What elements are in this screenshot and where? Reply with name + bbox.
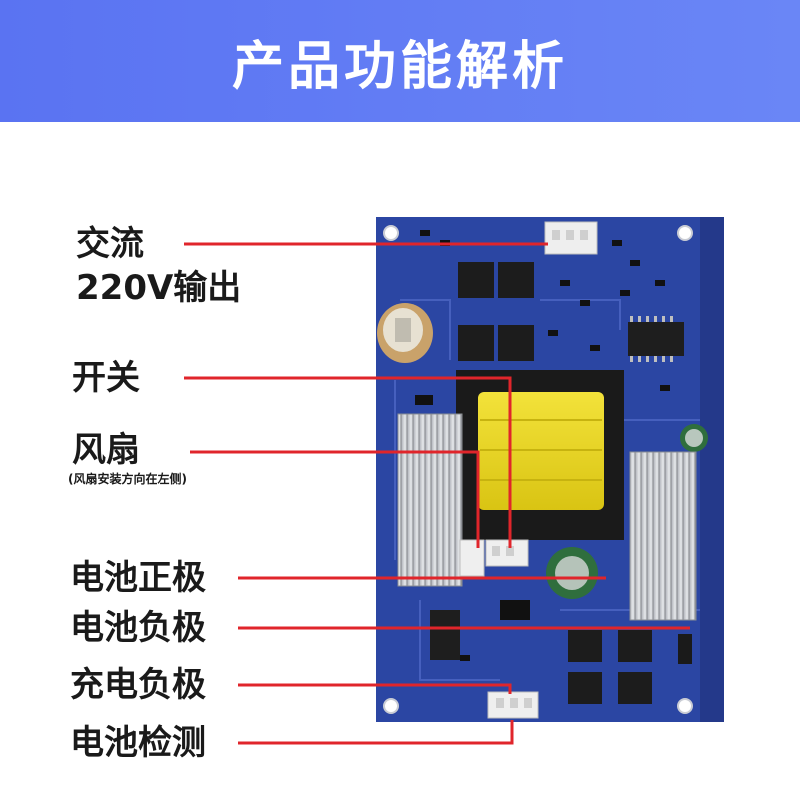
capacitor-right <box>680 424 708 452</box>
leader-charge-negative <box>238 683 512 694</box>
label-battery-negative: 电池负极 <box>70 608 206 648</box>
ic-chip <box>628 322 684 356</box>
leader-fan <box>190 450 480 548</box>
mosfet-group-upper <box>458 262 534 361</box>
label-battery-positive: 电池正极 <box>70 558 206 598</box>
mount-hole <box>383 698 399 714</box>
battery-terminal <box>678 634 692 664</box>
label-fan: 风扇 <box>72 430 140 470</box>
ic-chip-lower <box>430 610 460 660</box>
mosfet-group-lower <box>568 630 652 704</box>
fan-connector <box>459 539 485 577</box>
leader-lines <box>184 242 690 745</box>
mount-hole <box>677 225 693 241</box>
label-ac-output-line2: 220V输出 <box>76 268 242 308</box>
page-title: 产品功能解析 <box>231 36 568 97</box>
heatsink-right <box>629 451 697 621</box>
label-fan-note: (风扇安装方向在左侧) <box>68 472 187 486</box>
capacitor-left <box>377 303 433 363</box>
heatsink-left <box>397 413 463 587</box>
label-battery-detect: 电池检测 <box>70 723 206 763</box>
label-ac-output-line1: 交流 <box>76 224 144 264</box>
mount-hole <box>383 225 399 241</box>
mount-hole <box>677 698 693 714</box>
leader-switch <box>184 376 512 548</box>
label-switch: 开关 <box>72 358 140 398</box>
capacitor-bottom <box>546 547 598 599</box>
label-charge-negative: 充电负极 <box>70 665 206 705</box>
header-banner: 产品功能解析 <box>0 0 800 122</box>
label-ac-output: 交流 220V输出 <box>76 224 241 308</box>
leader-battery-detect <box>238 720 514 745</box>
